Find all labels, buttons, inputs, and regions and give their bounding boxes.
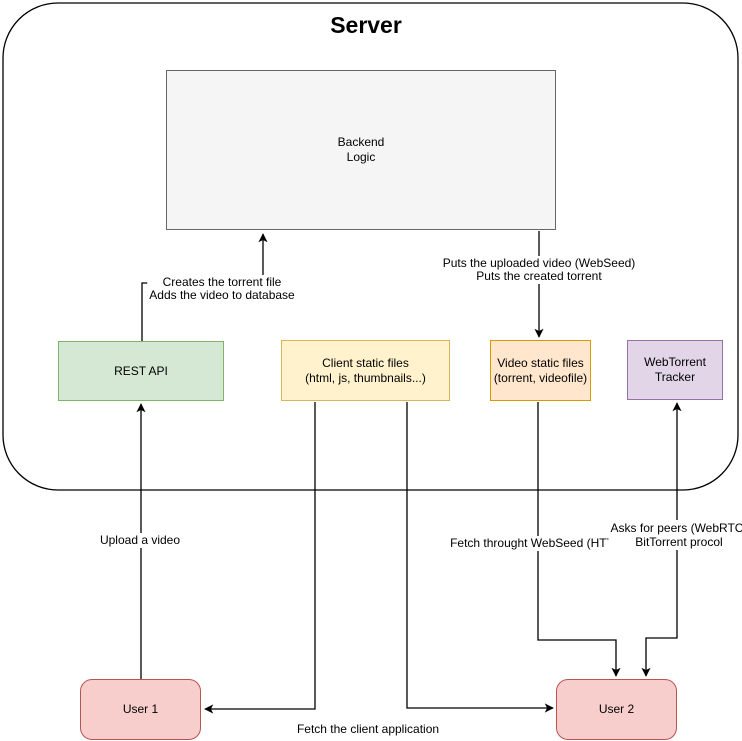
edge-label-line: Fetch the client application (296, 722, 440, 736)
edge-fetch-client-user2 (406, 402, 554, 713)
node-label-line: Tracker (654, 370, 696, 384)
edge-label-line: Puts the uploaded video (WebSeed) (442, 256, 636, 270)
node-label-line: Client static files (322, 355, 409, 370)
node-label-line: Video static files (497, 355, 584, 370)
user1-node: User 1 (80, 679, 201, 740)
edge-label-fetch-webseed: Fetch throught WebSeed (HTTP) (448, 536, 628, 551)
node-label-line: REST API (114, 363, 168, 378)
node-label-line: Logic (346, 150, 376, 164)
edge-label-fetch-client: Fetch the client application (294, 722, 442, 737)
edge-label-asks-peers: Asks for peers (WebRTC) BitTorrent proco… (608, 520, 742, 550)
video-static-files-node: Video static files (torrent, videofile) (490, 340, 591, 401)
node-label-line: WebTorrent (644, 355, 706, 369)
edge-label-creates-torrent: Creates the torrent file Adds the video … (147, 275, 297, 303)
edge-label-line: Puts the created torrent (476, 269, 602, 283)
edge-label-line: Creates the torrent file (162, 275, 282, 289)
edge-label-line: Adds the video to database (149, 288, 295, 302)
node-label-line: (torrent, videofile) (493, 370, 588, 385)
node-label-line: (html, js, thumbnails...) (305, 370, 426, 385)
edge-label-puts-video: Puts the uploaded video (WebSeed) Puts t… (440, 256, 638, 284)
webtorrent-tracker-node: WebTorrent Tracker (627, 340, 723, 400)
user2-node: User 2 (556, 679, 677, 740)
edge-label-upload-video: Upload a video (97, 533, 183, 548)
node-label-line: User 2 (598, 702, 635, 716)
rest-api-node: REST API (58, 341, 224, 401)
edge-label-line: Fetch throught WebSeed (HTTP) (450, 536, 626, 550)
client-static-files-node: Client static files (html, js, thumbnail… (281, 340, 450, 401)
backend-logic-node: Backend Logic (166, 70, 556, 230)
edge-label-line: BitTorrent procol (635, 535, 723, 549)
edge-label-line: Upload a video (99, 533, 181, 547)
server-title: Server (330, 12, 402, 38)
node-label-line: Backend (337, 135, 385, 149)
edge-label-line: Asks for peers (WebRTC) (610, 521, 742, 535)
edge-fetch-client-user1 (204, 402, 316, 714)
node-label-line: User 1 (122, 702, 159, 716)
edge-fetch-webseed (537, 402, 621, 677)
